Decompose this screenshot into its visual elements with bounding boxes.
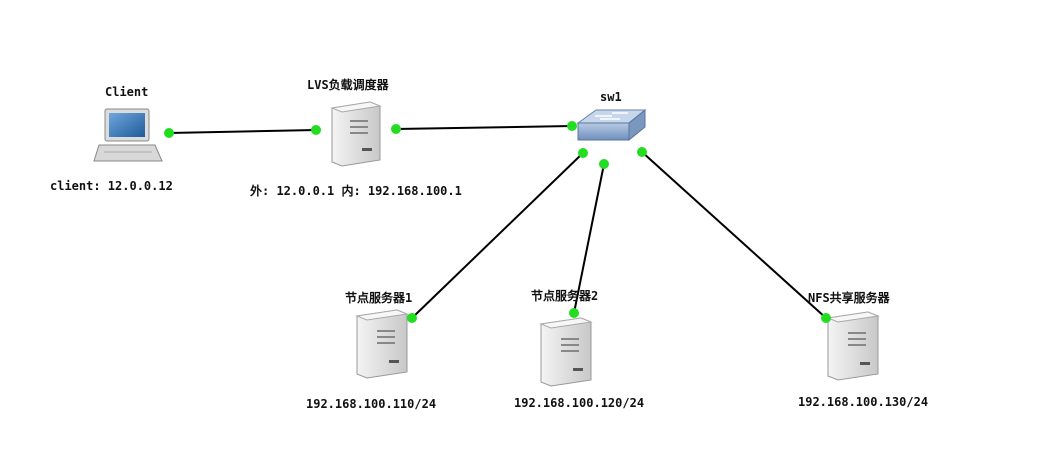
node1-address: 192.168.100.110/24 — [306, 397, 437, 411]
lvs-title: LVS负载调度器 — [307, 78, 389, 92]
node2-title: 节点服务器2 — [531, 289, 599, 303]
client-title: Client — [105, 85, 149, 99]
node1-title: 节点服务器1 — [345, 291, 413, 305]
laptop-icon[interactable] — [93, 108, 163, 162]
nfs-title: NFS共享服务器 — [808, 291, 890, 305]
link-switch-node2 — [573, 163, 605, 314]
port-dot — [821, 313, 831, 323]
server-icon[interactable] — [330, 101, 382, 167]
node2-address: 192.168.100.120/24 — [514, 396, 645, 410]
port-dot — [599, 159, 609, 169]
link-lvs-switch — [395, 125, 573, 130]
port-dot — [311, 125, 321, 135]
lvs-address: 外: 12.0.0.1 内: 192.168.100.1 — [250, 184, 462, 198]
port-dot — [164, 128, 174, 138]
port-dot — [569, 308, 579, 318]
nfs-address: 192.168.100.130/24 — [798, 395, 929, 409]
port-dot — [391, 124, 401, 134]
switch-title: sw1 — [600, 90, 622, 104]
links — [168, 125, 827, 319]
port-dot — [637, 147, 647, 157]
server-icon[interactable] — [539, 317, 593, 387]
link-client-lvs — [168, 129, 317, 134]
port-dot — [407, 313, 417, 323]
client-address: client: 12.0.0.12 — [50, 179, 173, 193]
link-switch-nfs — [641, 151, 827, 319]
ports — [164, 121, 831, 323]
port-dot — [567, 121, 577, 131]
switch-icon[interactable] — [576, 108, 647, 142]
link-switch-node1 — [411, 152, 584, 319]
port-dot — [578, 148, 588, 158]
server-icon[interactable] — [355, 309, 409, 379]
server-icon[interactable] — [826, 311, 880, 381]
